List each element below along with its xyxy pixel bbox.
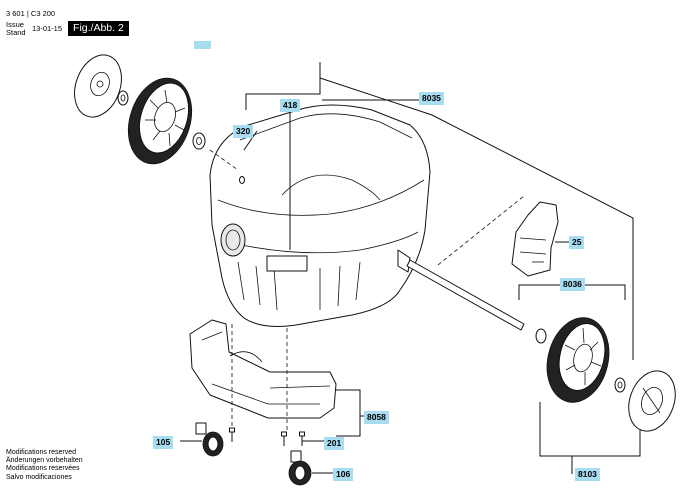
issue-labels: Issue Stand [6,19,32,37]
callout-201: 201 [324,437,345,450]
notice-fr: Modifications reservées [6,465,80,473]
mounting-clip [511,201,559,277]
notice-es: Salvo modificaciones [6,473,72,481]
part-number: 3 601 | C3 200 [6,9,56,18]
notice-en: Modifications reserved [6,449,77,456]
drawing-header: 3 601 | C3 200 Issue Stand 13-01-15 Fig.… [6,9,129,37]
issue-date: 13-01-15 [32,23,63,33]
screws [229,427,305,446]
callout-8036: 8036 [560,278,585,291]
left-hubcap [74,54,122,118]
right-wheel [535,317,610,403]
figure-label: Fig./Abb. 2 [68,21,129,36]
callout-320: 320 [233,125,254,138]
callout-418: 418 [280,99,301,112]
callout-8058: 8058 [364,411,389,424]
right-caster [288,450,312,486]
left-wheel [127,77,193,165]
part-code-prefix: 3 601 [6,9,25,18]
left-caster [195,422,224,457]
modifications-notice: Modifications reserved Änderungen vorbeh… [6,449,83,482]
callout-8035: 8035 [419,92,444,105]
color-marker [194,41,211,49]
issue-label-de: Stand [6,27,26,37]
notice-de: Änderungen vorbehalten [6,457,83,465]
issue-label-en: Issue [6,19,24,29]
callout-25: 25 [569,236,585,249]
handle-bar [406,195,525,331]
callout-105: 105 [153,436,174,449]
base-frame [189,319,337,419]
callout-106: 106 [333,468,354,481]
right-washer [614,377,626,393]
left-washer [117,90,129,106]
part-code-suffix: C3 200 [30,9,56,18]
right-hubcap [628,370,676,432]
left-spacer [192,132,206,150]
container-body [209,104,431,327]
callout-8103: 8103 [575,468,600,481]
